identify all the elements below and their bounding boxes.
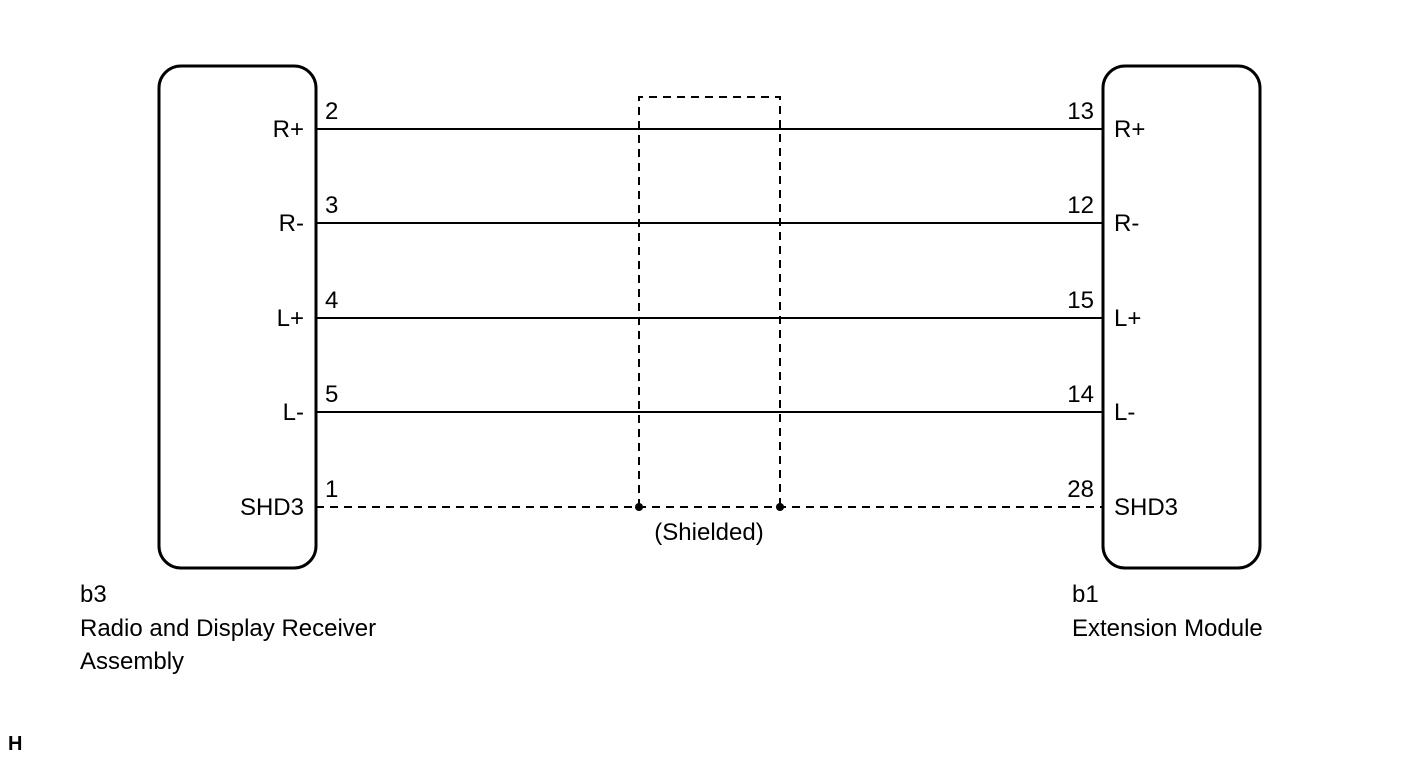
left-pin-number: 1: [325, 476, 338, 503]
left-pin-number: 5: [325, 381, 338, 408]
right-pin-number: 28: [1067, 476, 1094, 503]
left-terminal-label: R+: [273, 116, 304, 143]
right-terminal-label: L+: [1114, 305, 1141, 332]
wire-r-minus: R- 3 12 R-: [279, 192, 1140, 237]
wire-l-minus: L- 5 14 L-: [283, 381, 1136, 426]
left-component-name-continued: Assembly: [80, 648, 184, 675]
left-terminal-label: L-: [283, 399, 304, 426]
left-terminal-label: L+: [277, 305, 304, 332]
left-pin-number: 3: [325, 192, 338, 219]
right-terminal-label: L-: [1114, 399, 1135, 426]
left-terminal-label: R-: [279, 210, 304, 237]
shield-outline: [638, 96, 781, 507]
right-component-code: b1: [1072, 581, 1099, 608]
right-component-name: Extension Module: [1072, 615, 1263, 642]
shield-label: (Shielded): [654, 519, 763, 546]
wire-shield: SHD3 1 28 SHD3: [240, 476, 1178, 521]
right-pin-number: 12: [1067, 192, 1094, 219]
left-component-code: b3: [80, 581, 107, 608]
right-pin-number: 14: [1067, 381, 1094, 408]
right-terminal-label: R-: [1114, 210, 1139, 237]
right-terminal-label: R+: [1114, 116, 1145, 143]
wire-r-plus: R+ 2 13 R+: [273, 98, 1146, 143]
left-pin-number: 2: [325, 98, 338, 125]
right-pin-number: 15: [1067, 287, 1094, 314]
left-component-name: Radio and Display Receiver: [80, 615, 376, 642]
left-pin-number: 4: [325, 287, 338, 314]
wire-l-plus: L+ 4 15 L+: [277, 287, 1142, 332]
left-terminal-label: SHD3: [240, 494, 304, 521]
right-terminal-label: SHD3: [1114, 494, 1178, 521]
right-pin-number: 13: [1067, 98, 1094, 125]
corner-mark: H: [8, 733, 22, 755]
